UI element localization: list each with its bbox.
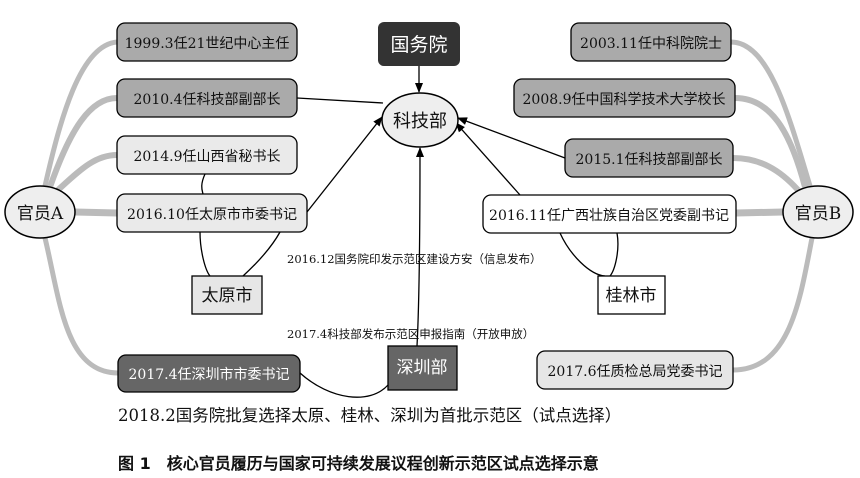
career-b-2: 2008.9任中国科学技术大学校长 bbox=[523, 91, 726, 108]
taiyuan-node: 太原市 bbox=[191, 275, 263, 315]
career-a-5: 2017.4任深圳市市委书记 bbox=[129, 366, 290, 383]
guilin-label: 桂林市 bbox=[606, 286, 657, 306]
most-node: 科技部 bbox=[381, 92, 459, 148]
event-1: 2016.12国务院印发示范区建设方安（信息发布） bbox=[287, 252, 542, 266]
state-council-node: 国务院 bbox=[378, 22, 460, 66]
career-a-1: 1999.3任21世纪中心主任 bbox=[125, 36, 290, 52]
career-a-4: 2016.10任太原市市委书记 bbox=[127, 206, 297, 223]
career-b-1: 2003.11任中科院院士 bbox=[580, 36, 722, 52]
official-b-links bbox=[730, 39, 815, 373]
official-a-career: 1999.3任21世纪中心主任 2010.4任科技部副部长 2014.9任山西省… bbox=[116, 22, 308, 393]
most-label: 科技部 bbox=[393, 111, 447, 132]
event-3: 2018.2国务院批复选择太原、桂林、深圳为首批示范区（试点选择） bbox=[118, 406, 621, 425]
career-a-3: 2014.9任山西省秘书长 bbox=[134, 149, 281, 165]
career-a-2: 2010.4任科技部副部长 bbox=[134, 92, 281, 108]
career-b-4: 2016.11任广西壮族自治区党委副书记 bbox=[489, 208, 729, 224]
shenzhen-label: 深圳部 bbox=[397, 358, 448, 378]
taiyuan-label: 太原市 bbox=[202, 286, 253, 306]
state-council-label: 国务院 bbox=[390, 34, 447, 56]
shenzhen-node: 深圳部 bbox=[387, 345, 458, 391]
official-b-node: 官员B bbox=[782, 185, 854, 239]
official-b-career: 2003.11任中科院院士 2008.9任中国科学技术大学校长 2015.1任科… bbox=[482, 22, 737, 390]
official-a-node: 官员A bbox=[4, 185, 76, 239]
guilin-node: 桂林市 bbox=[597, 275, 666, 315]
figure-caption: 图 1 核心官员履历与国家可持续发展议程创新示范区试点选择示意 bbox=[118, 454, 599, 473]
career-b-5: 2017.6任质检总局党委书记 bbox=[548, 364, 723, 380]
career-b-3: 2015.1任科技部副部长 bbox=[576, 152, 723, 168]
official-b-label: 官员B bbox=[795, 204, 842, 224]
official-a-label: 官员A bbox=[17, 204, 64, 224]
event-2: 2017.4科技部发布示范区申报指南（开放申放） bbox=[287, 327, 534, 341]
relation-links bbox=[199, 66, 619, 398]
official-a-links bbox=[42, 39, 119, 376]
